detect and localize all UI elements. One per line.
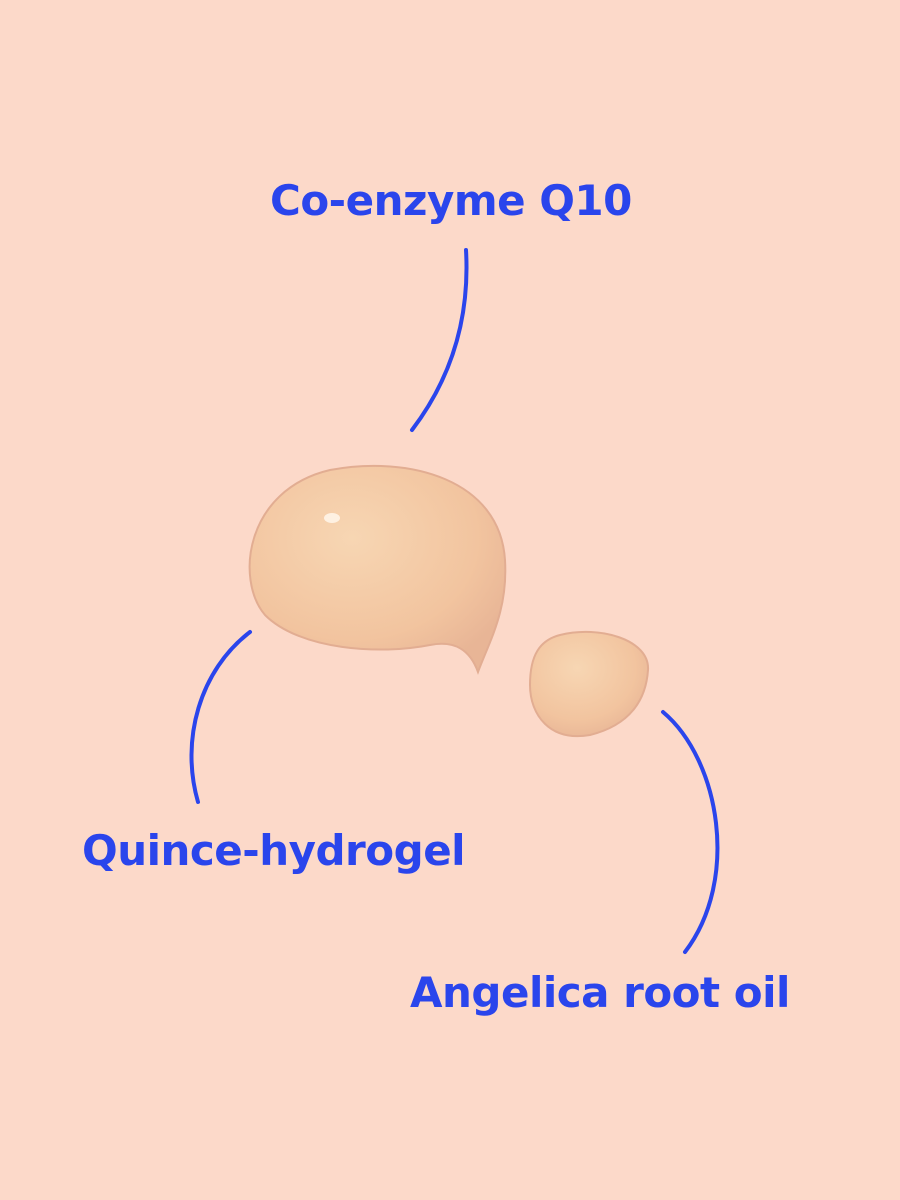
large-droplet	[248, 464, 507, 675]
connector-left	[189, 630, 252, 804]
label-angelica-root-oil: Angelica root oil	[410, 968, 790, 1017]
small-droplet	[528, 631, 650, 738]
label-coenzyme-q10: Co-enzyme Q10	[270, 176, 632, 225]
connector-top	[410, 248, 469, 432]
label-quince-hydrogel: Quince-hydrogel	[82, 826, 466, 875]
connector-right	[661, 710, 720, 954]
